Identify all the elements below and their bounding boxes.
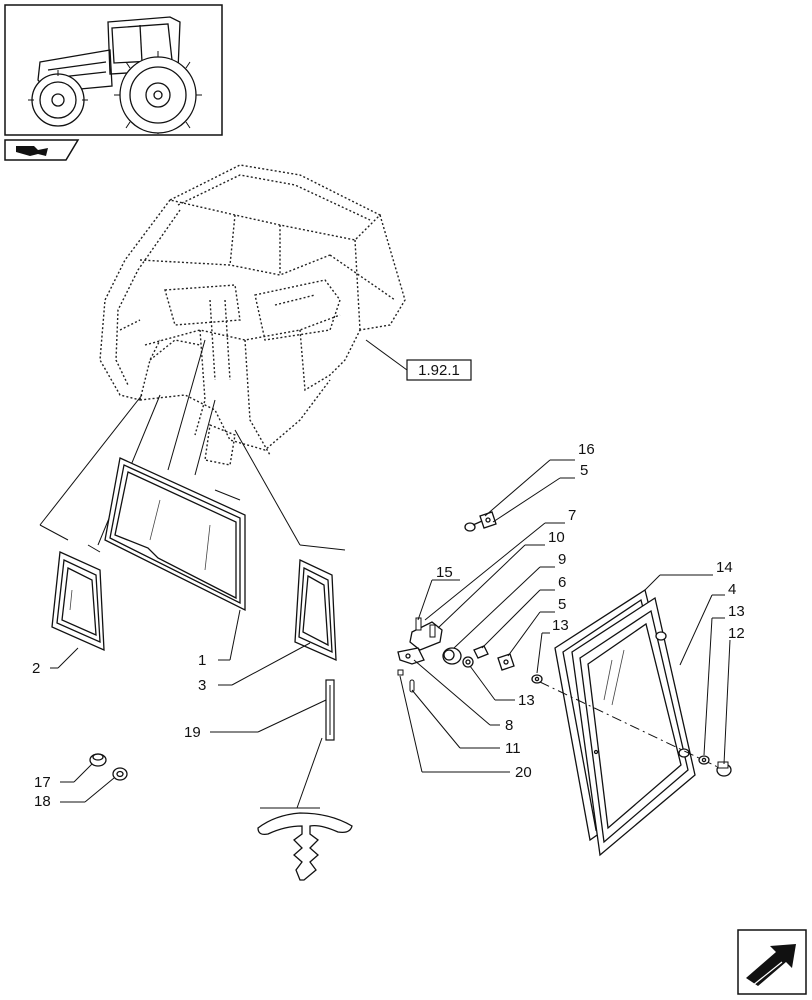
callout-5-mid[interactable]: 5: [558, 596, 566, 613]
callout-9[interactable]: 9: [558, 551, 566, 568]
hinge-plate[interactable]: [397, 647, 425, 665]
callout-6[interactable]: 6: [558, 574, 566, 591]
callout-13-right[interactable]: 13: [728, 603, 745, 620]
callout-13-lower[interactable]: 13: [518, 692, 535, 709]
callout-2[interactable]: 2: [32, 660, 40, 677]
cab-frame-outline: [99, 164, 406, 466]
callout-7[interactable]: 7: [568, 507, 576, 524]
bracket-5-top[interactable]: [479, 511, 497, 529]
seal-strip[interactable]: [325, 679, 335, 741]
bolt-16[interactable]: [464, 520, 483, 532]
pin-11[interactable]: [409, 679, 415, 693]
reference-label[interactable]: 1.92.1: [418, 362, 460, 379]
callout-15[interactable]: 15: [436, 564, 453, 581]
left-quarter-window[interactable]: [51, 551, 105, 652]
callout-1[interactable]: 1: [198, 652, 206, 669]
bracket-5-mid[interactable]: [497, 653, 515, 671]
callout-5-top[interactable]: 5: [580, 462, 588, 479]
leader-lines: [50, 459, 731, 803]
callout-11[interactable]: 11: [505, 740, 521, 757]
right-quarter-window[interactable]: [294, 559, 337, 662]
bushing-9[interactable]: [442, 647, 462, 665]
callout-19[interactable]: 19: [184, 724, 201, 741]
callout-labels: 16 5 7 10 9 6 5 13 15 13 8 11 20 14 4 13…: [32, 441, 745, 810]
callout-17[interactable]: 17: [34, 774, 51, 791]
knob-12[interactable]: [716, 761, 732, 777]
tractor-thumbnail-icon[interactable]: [4, 4, 223, 136]
hinge-bracket[interactable]: [409, 617, 443, 651]
callout-8[interactable]: 8: [505, 717, 513, 734]
next-page-arrow-icon[interactable]: [737, 929, 807, 995]
callout-14[interactable]: 14: [716, 559, 733, 576]
washer-13-c[interactable]: [698, 755, 710, 765]
plug-17[interactable]: [89, 753, 107, 767]
callout-18[interactable]: 18: [34, 793, 51, 810]
callout-20[interactable]: 20: [515, 764, 532, 781]
washer-13-b[interactable]: [531, 674, 543, 684]
callout-4[interactable]: 4: [728, 581, 736, 598]
rear-window-glass[interactable]: [104, 457, 246, 612]
seal-profile: [257, 812, 353, 881]
washer-13-a[interactable]: [462, 656, 474, 668]
callout-13-washer[interactable]: 13: [552, 617, 569, 634]
screw-20[interactable]: [397, 669, 404, 676]
callout-3[interactable]: 3: [198, 677, 206, 694]
plug-18[interactable]: [112, 767, 128, 781]
reference-box[interactable]: [406, 359, 472, 381]
nut-6[interactable]: [473, 645, 489, 659]
callout-10[interactable]: 10: [548, 529, 565, 546]
callout-12[interactable]: 12: [728, 625, 745, 642]
section-marker-icon[interactable]: [4, 139, 80, 161]
callout-16[interactable]: 16: [578, 441, 595, 458]
